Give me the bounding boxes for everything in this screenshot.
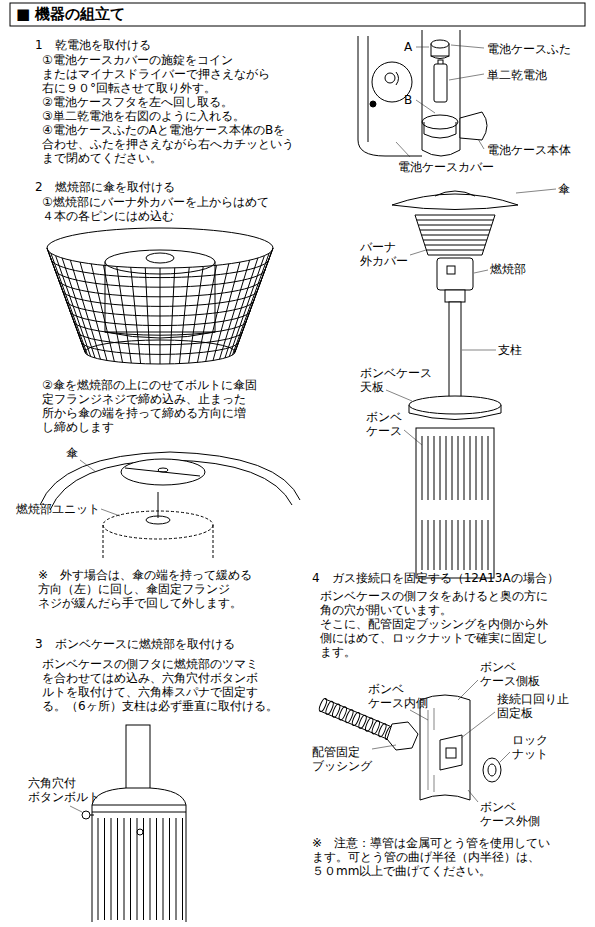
part-label: ボンベ ケース外側 [480, 800, 588, 828]
case-figure [70, 725, 186, 922]
instruction-text: ボンベケースの側フタをあけると奥の方に 角の穴が開いています。 そこに、配管固定… [320, 589, 588, 659]
part-label: ロック ナット [512, 733, 588, 761]
part-label: 傘 [66, 446, 588, 460]
part-label: 傘 [558, 182, 588, 196]
part-label: 配管固定 ブッシング [312, 745, 588, 773]
part-label: 電池ケースカバー [398, 160, 588, 174]
note-text: ※ 注意：導管は金属可とう管を使用してい ます。可とう管の曲げ半径（内半径）は、… [312, 836, 588, 878]
part-label: バーナ 外カバー [360, 240, 588, 268]
section-heading: 4 ガス接続口を固定する（12A13Aの場合） [312, 571, 588, 585]
part-label: 支柱 [498, 343, 588, 357]
page-title: ■ 機器の組立て [16, 5, 125, 23]
title-frame [10, 3, 585, 26]
instruction-text: ①燃焼部にバーナ外カバーを上からはめて ４本の各ピンにはめ込む [42, 195, 588, 223]
part-label: 接続口回り止 固定板 [497, 692, 588, 720]
part-label: 単二乾電池 [487, 68, 588, 82]
part-label: ボンベケース 天板 [360, 366, 588, 394]
part-label: 燃焼部ユニット [16, 502, 588, 516]
part-label: 燃焼部 [490, 262, 588, 276]
section-heading: 2 燃焼部に傘を取付ける [35, 180, 588, 194]
part-label: 電池ケースふた [487, 42, 588, 56]
part-label: 電池ケース本体 [487, 143, 588, 157]
part-label: 六角穴付 ボタンボルト [28, 776, 588, 804]
part-label: ボンベ ケース [366, 410, 588, 438]
assembly-figure [386, 189, 556, 578]
battery-figure [358, 30, 487, 157]
instruction-text: ③単二乾電池を右図のように入れる。 [42, 109, 588, 123]
section-heading: 3 ボンベケースに燃焼部を取付ける [35, 637, 588, 651]
part-label: ボンベ ケース側板 [480, 660, 588, 688]
instruction-text: ②傘を燃焼部の上にのせてボルトに傘固 定フランジネジで締め込み、止まった 所から… [42, 378, 588, 434]
instruction-text: ②電池ケースフタを左へ回し取る。 [42, 95, 588, 109]
burner-cover-figure [47, 228, 273, 364]
callout-letter: B [404, 93, 588, 107]
